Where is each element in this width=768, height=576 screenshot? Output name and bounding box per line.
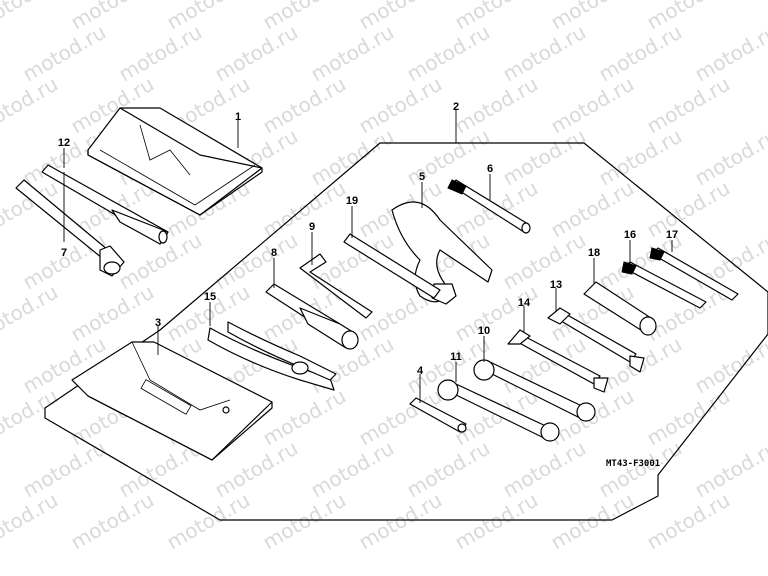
pliers-15 xyxy=(207,321,337,391)
callout-14: 14 xyxy=(518,297,531,309)
combination-wrench-11 xyxy=(437,379,560,442)
callout-7: 7 xyxy=(61,247,67,259)
watermark-text: motod.ru xyxy=(115,20,206,87)
handle-bar-12 xyxy=(41,164,169,245)
watermark-text: motod.ru xyxy=(547,488,638,555)
watermark-text: motod.ru xyxy=(0,384,62,451)
watermark-text: motod.ru xyxy=(67,488,158,555)
callout-4: 4 xyxy=(417,365,424,377)
callout-13: 13 xyxy=(550,279,562,291)
callout-10: 10 xyxy=(478,325,490,337)
leader-lines xyxy=(63,110,673,403)
screwdriver-17 xyxy=(649,247,739,301)
watermark-text: motod.ru xyxy=(691,20,768,87)
toolset-outline xyxy=(44,142,768,521)
callout-15: 15 xyxy=(204,291,216,303)
watermark-text: motod.ru xyxy=(595,124,686,191)
bar-19 xyxy=(343,233,441,299)
callout-5: 5 xyxy=(419,171,425,183)
callout-1: 1 xyxy=(235,111,241,123)
watermark-text: motod.ru xyxy=(307,124,398,191)
watermark-text: motod.ru xyxy=(19,20,110,87)
watermark-text: motod.ru xyxy=(403,436,494,503)
watermark-text: motod.ru xyxy=(595,20,686,87)
watermark-text: motod.ru xyxy=(403,20,494,87)
watermark-text: motod.ru xyxy=(691,332,768,399)
callout-18: 18 xyxy=(588,247,600,259)
watermark-text: motod.ru xyxy=(355,72,446,139)
watermark-text: motod.ru xyxy=(451,72,542,139)
watermark-text: motod.ru xyxy=(595,436,686,503)
watermark-text: motod.ru xyxy=(19,436,110,503)
watermark-text: motod.ru xyxy=(499,228,590,295)
extension-bar-6 xyxy=(447,179,531,234)
combination-wrench-10 xyxy=(473,359,596,422)
callout-17: 17 xyxy=(666,229,678,241)
screwdriver-16 xyxy=(621,261,707,309)
callout-6: 6 xyxy=(487,163,493,175)
watermark-text: motod.ru xyxy=(259,384,350,451)
callout-3: 3 xyxy=(155,317,161,329)
wrench-4 xyxy=(409,397,467,433)
open-end-wrench-13 xyxy=(547,307,645,373)
callout-2: 2 xyxy=(453,101,459,113)
open-end-wrench-14 xyxy=(507,329,609,393)
watermark-text: motod.ru xyxy=(643,488,734,555)
tool-pouch-3 xyxy=(71,341,273,461)
watermark-text: motod.ru xyxy=(259,72,350,139)
watermark-text: motod.ru xyxy=(307,436,398,503)
watermark-text: motod.ru xyxy=(163,488,254,555)
watermark-text: motod.ru xyxy=(643,176,734,243)
watermark-text: motod.ru xyxy=(67,280,158,347)
watermark-text: motod.ru xyxy=(259,488,350,555)
watermark-text: motod.ru xyxy=(355,488,446,555)
watermark-text: motod.ru xyxy=(691,436,768,503)
watermark-text: motod.ru xyxy=(499,124,590,191)
socket-18 xyxy=(583,281,657,336)
watermark-text: motod.ru xyxy=(0,72,62,139)
watermark-text: motod.ru xyxy=(451,488,542,555)
watermark-text: motod.ru xyxy=(691,124,768,191)
callout-9: 9 xyxy=(309,221,315,233)
watermark-text: motod.ru xyxy=(499,436,590,503)
watermark-text: motod.ru xyxy=(307,20,398,87)
callout-19: 19 xyxy=(346,195,358,207)
callout-8: 8 xyxy=(271,247,277,259)
hex-wrench-9 xyxy=(299,253,373,319)
watermark-text: motod.ru xyxy=(211,228,302,295)
tool-bag-1 xyxy=(87,107,263,216)
watermark-text: motod.ru xyxy=(643,384,734,451)
callouts: 1 2 3 4 5 6 7 8 9 10 11 12 13 14 15 16 1… xyxy=(58,101,678,377)
callout-12: 12 xyxy=(58,137,70,149)
watermark-text: motod.ru xyxy=(643,72,734,139)
watermark-text: motod.ru xyxy=(0,0,62,34)
watermark-text: motod.ru xyxy=(0,280,62,347)
watermark-text: motod.ru xyxy=(403,124,494,191)
watermark-text: motod.ru xyxy=(259,176,350,243)
callout-11: 11 xyxy=(450,351,462,363)
diagram-code: MT43-F3001 xyxy=(606,459,660,469)
watermark-text: motod.ru xyxy=(0,488,62,555)
watermark-text: motod.ru xyxy=(211,20,302,87)
callout-16: 16 xyxy=(624,229,636,241)
watermark-text: motod.ru xyxy=(547,72,638,139)
watermark-text: motod.ru xyxy=(499,20,590,87)
box-wrench-7 xyxy=(15,179,125,277)
spark-plug-wrench-8 xyxy=(265,283,359,350)
